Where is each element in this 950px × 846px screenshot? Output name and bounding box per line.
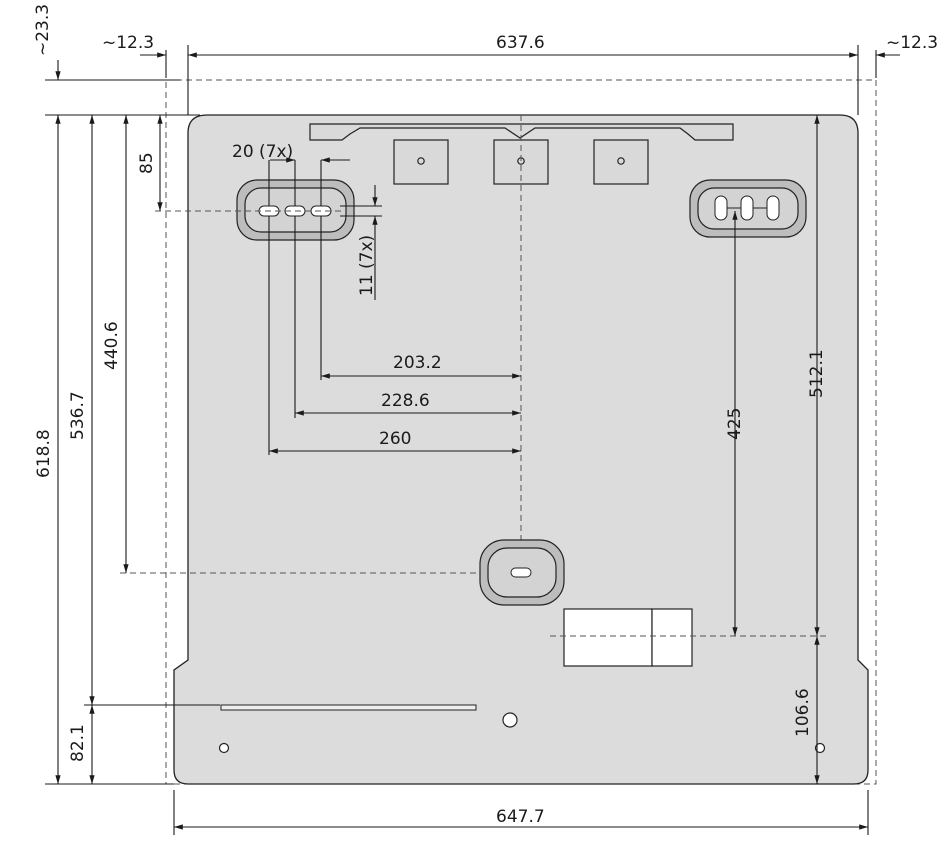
hole-center-bottom — [502, 712, 518, 728]
slot-center-lower — [479, 539, 565, 606]
dim-outer-width: 647.7 — [496, 807, 545, 827]
dim-dist-260: 260 — [379, 429, 411, 449]
dim-inner-width: 637.6 — [496, 33, 545, 53]
slot-group-top-right — [689, 179, 807, 238]
dim-right-512: 512.1 — [807, 349, 827, 398]
dim-right-425: 425 — [725, 408, 745, 440]
dim-total-height: 618.8 — [34, 429, 54, 478]
cutout-block-right — [651, 608, 693, 667]
dim-pitch: 20 (7x) — [232, 142, 293, 162]
dim-top-offset: ~23.3 — [33, 4, 53, 56]
cutout-block-left — [563, 608, 653, 667]
hanging-bracket-right — [593, 139, 649, 185]
bottom-slit — [220, 704, 477, 711]
dim-bottom-82: 82.1 — [68, 724, 88, 762]
hanging-bracket-left — [393, 139, 449, 185]
dim-gap-right: ~12.3 — [886, 33, 938, 53]
dim-dist-203: 203.2 — [393, 353, 442, 373]
top-rail — [309, 123, 734, 141]
dim-height-440: 440.6 — [102, 321, 122, 370]
outline-envelope — [165, 79, 877, 785]
dim-top-85: 85 — [137, 152, 157, 174]
dim-right-106: 106.6 — [793, 688, 813, 737]
dim-height-536: 536.7 — [68, 391, 88, 440]
hole-bottom-left — [218, 742, 230, 754]
dim-slot-height: 11 (7x) — [357, 235, 377, 296]
dim-dist-228: 228.6 — [381, 391, 430, 411]
dim-gap-left: ~12.3 — [102, 33, 154, 53]
